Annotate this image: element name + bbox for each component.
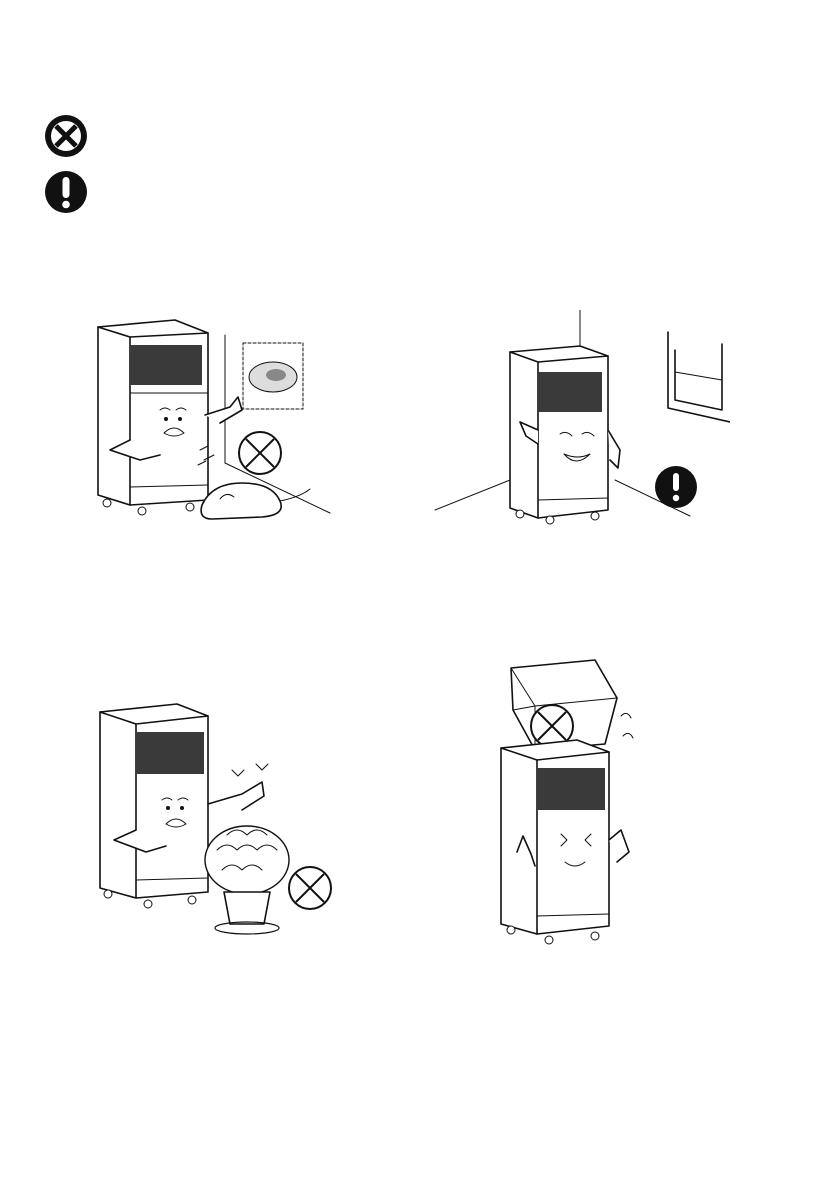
legend-exclamation-icon [42,168,90,216]
potted-plant [205,764,289,934]
ac-unit [501,740,629,944]
legend-prohibition-icon [42,112,90,160]
ac-unit [98,320,242,515]
prohibition-marker-icon [289,867,331,909]
scene-plants-nearby [92,700,352,940]
window [668,332,730,422]
prohibition-marker-icon [239,432,281,474]
ac-unit [510,346,620,524]
scene-level-floor [430,310,730,530]
exclamation-marker-icon [655,466,697,508]
scene-wall-clearance [80,315,350,535]
scene-objects-on-top [495,640,655,950]
